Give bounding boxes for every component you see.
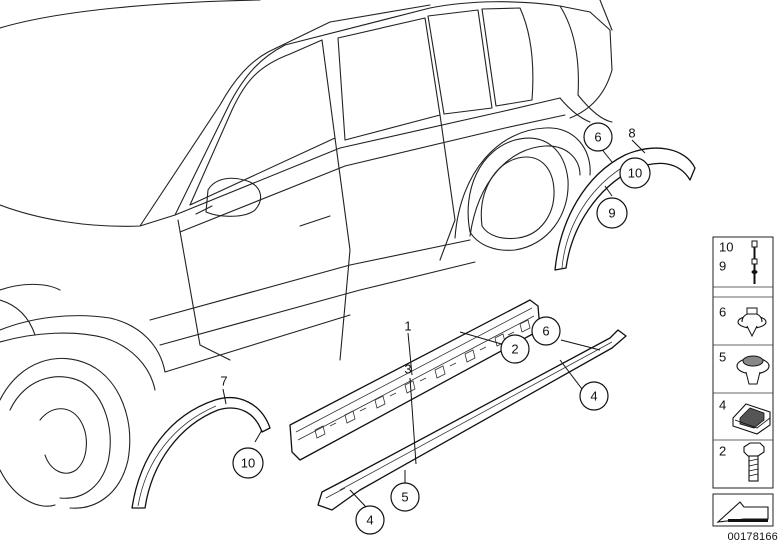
vehicle-outline	[0, 0, 613, 509]
expanding-clip-icon	[737, 307, 767, 338]
callout-6-arch: 6	[583, 122, 613, 152]
svg-text:9: 9	[608, 206, 615, 221]
part-1-sill-carrier	[289, 299, 541, 461]
clip-nut-icon	[732, 403, 771, 435]
callout-2: 2	[500, 334, 530, 364]
svg-text:4: 4	[590, 389, 597, 404]
fastener-legend: 10 9 6	[712, 236, 774, 527]
callout-6-sill: 6	[531, 316, 561, 346]
push-rivet-icon	[751, 258, 758, 284]
fastener-row-6: 6	[719, 305, 767, 338]
callout-1: 1	[404, 319, 411, 334]
svg-text:7: 7	[220, 374, 227, 389]
callout-3: 3	[404, 362, 411, 377]
svg-text:6: 6	[719, 305, 726, 320]
part-3-sill-trim	[317, 329, 627, 511]
fastener-row-2: 2	[719, 442, 765, 482]
callout-7: 7	[220, 374, 227, 389]
svg-text:10: 10	[719, 240, 733, 255]
svg-text:5: 5	[719, 350, 726, 365]
svg-text:6: 6	[542, 324, 549, 339]
fastener-row-9: 9	[719, 258, 758, 284]
callout-9: 9	[596, 197, 628, 229]
callout-5: 5	[390, 482, 420, 512]
svg-text:1: 1	[404, 319, 411, 334]
callout-4-bottom: 4	[355, 505, 385, 535]
diagram-id: 00178166	[727, 531, 778, 543]
svg-text:10: 10	[628, 166, 642, 181]
callout-8: 8	[628, 126, 635, 141]
direction-arrow-icon	[716, 501, 769, 523]
callout-4-right: 4	[579, 381, 609, 411]
callout-10-front: 10	[232, 447, 264, 479]
fastener-row-5: 5	[719, 350, 770, 385]
part-7-front-arch-trim	[131, 397, 271, 509]
svg-text:10: 10	[241, 456, 255, 471]
svg-text:2: 2	[719, 444, 726, 459]
svg-text:9: 9	[719, 259, 726, 274]
svg-text:5: 5	[401, 490, 408, 505]
svg-text:3: 3	[404, 362, 411, 377]
svg-text:2: 2	[511, 342, 518, 357]
svg-text:8: 8	[628, 126, 635, 141]
fastener-row-4: 4	[719, 398, 771, 435]
svg-text:6: 6	[594, 130, 601, 145]
callout-10-rear: 10	[619, 157, 651, 189]
hex-bolt-icon	[743, 442, 765, 482]
round-clip-icon	[736, 355, 770, 385]
svg-text:4: 4	[719, 398, 726, 413]
svg-text:4: 4	[366, 513, 373, 528]
